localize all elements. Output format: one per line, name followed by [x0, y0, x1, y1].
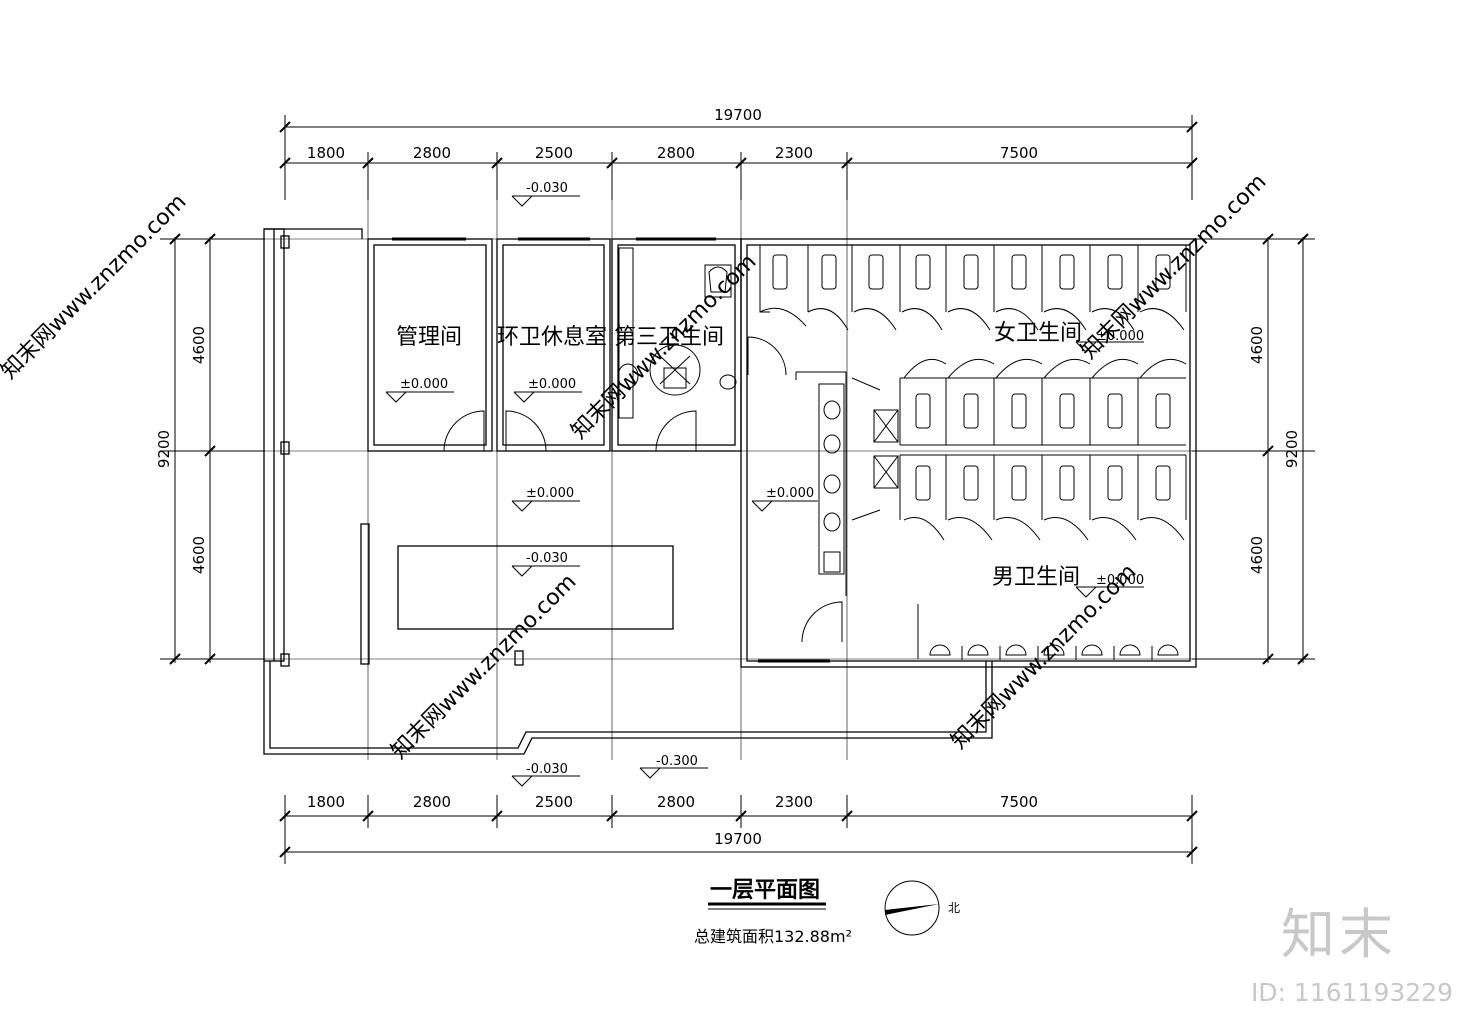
drawing-title: 一层平面图 [710, 878, 820, 903]
level-label-entry-bottom: -0.030 [526, 762, 568, 777]
level-label-management: ±0.000 [400, 377, 448, 392]
level-label-womens: ±0.000 [1096, 329, 1144, 344]
dim-top-segment: 2800 [657, 144, 695, 162]
watermark-text: 知末网www.znzmo.com [387, 569, 582, 764]
dim-left-total: 9200 [155, 430, 173, 468]
dim-top-segment: 1800 [307, 144, 345, 162]
dim-right-segment: 4600 [1248, 536, 1266, 574]
walls [263, 228, 1197, 755]
dimension-top [279, 115, 1198, 200]
dim-bottom-segment: 2500 [535, 793, 573, 811]
dim-left-segment: 4600 [190, 536, 208, 574]
dim-top-segment: 2800 [413, 144, 451, 162]
dim-bottom-segment: 2300 [775, 793, 813, 811]
basin-corridor [795, 371, 899, 596]
watermark-layer: 知末网www.znzmo.com 知末网www.znzmo.com 知末网www… [0, 169, 1271, 764]
dim-bottom-segment: 2800 [657, 793, 695, 811]
north-mark: 北 [948, 901, 960, 915]
dim-bottom-segment: 1800 [307, 793, 345, 811]
room-label-lounge: 环卫休息室 [497, 325, 607, 350]
level-label-lounge: ±0.000 [528, 377, 576, 392]
dim-top-segment: 2500 [535, 144, 573, 162]
total-area-label: 总建筑面积132.88m² [694, 927, 852, 946]
room-label-mens: 男卫生间 [992, 565, 1080, 590]
level-markers [385, 195, 1144, 787]
dim-bottom-segment: 7500 [1000, 793, 1038, 811]
dim-right-total: 9200 [1283, 430, 1301, 468]
dim-top-segment: 2300 [775, 144, 813, 162]
level-label-outdoor: -0.300 [656, 754, 698, 769]
north-arrow-icon [884, 880, 940, 936]
level-label-hall-center: -0.030 [526, 551, 568, 566]
level-label-entry-top: -0.030 [526, 181, 568, 196]
brand-watermark: 知末 [1281, 903, 1397, 966]
dimension-right [1192, 233, 1315, 665]
dim-top-total: 19700 [714, 106, 762, 124]
stalls-middle [899, 358, 1187, 541]
watermark-text: 知末网www.znzmo.com [0, 189, 191, 384]
dim-bottom-total: 19700 [714, 830, 762, 848]
doors [443, 336, 843, 643]
accessible-fixtures [617, 247, 737, 419]
dim-right-segment: 4600 [1248, 326, 1266, 364]
dim-left-segment: 4600 [190, 326, 208, 364]
dim-bottom-segment: 2800 [413, 793, 451, 811]
dim-top-segment: 7500 [1000, 144, 1038, 162]
womens-stalls-top [759, 245, 1187, 331]
room-label-womens: 女卫生间 [994, 321, 1082, 346]
image-id-label: ID: 1161193229 [1250, 978, 1453, 1007]
level-label-hall: ±0.000 [526, 486, 574, 501]
level-label-corridor: ±0.000 [766, 486, 814, 501]
room-label-third-restroom: 第三卫生间 [614, 325, 724, 350]
level-label-mens: ±0.000 [1096, 573, 1144, 588]
urinal-row [917, 604, 1179, 660]
dimension-left [160, 233, 265, 665]
dimension-bottom [279, 795, 1198, 864]
room-label-management: 管理间 [396, 325, 462, 350]
